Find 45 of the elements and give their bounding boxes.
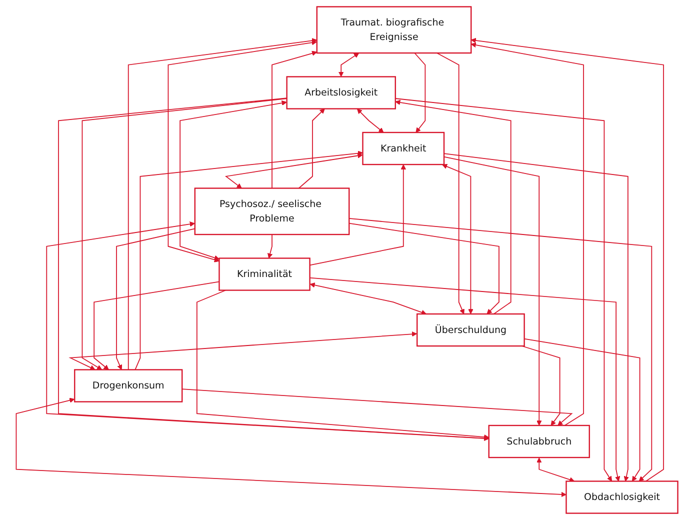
arrow [268,234,273,258]
node-box: Krankheit [362,132,445,166]
arrow [309,164,406,266]
arrow [182,388,573,426]
arrow [395,100,512,314]
arrow [272,50,318,189]
arrow [356,108,384,133]
arrow [309,277,620,482]
arrow [444,153,629,482]
node-box: Obdachlosigkeit [566,480,678,514]
arrow [134,150,363,370]
arrow [524,338,640,482]
node-box: Überschuldung [416,313,525,347]
arrow [180,100,287,260]
arrow [116,228,196,370]
arrow [442,164,474,314]
arrow [444,156,542,426]
arrow [224,153,363,188]
arrow [128,38,318,370]
node-box: Psychosoz./ seelische Probleme [194,188,350,236]
arrow [348,218,652,482]
arrow [16,398,566,498]
arrow [298,108,325,189]
arrow [470,38,664,482]
arrow [414,52,426,133]
node-box: Arbeitslosigkeit [286,76,396,110]
arrow [536,458,575,482]
arrow [470,42,584,426]
arrow [436,52,464,314]
arrow [46,222,490,441]
arrow [168,40,317,262]
arrow [310,282,426,315]
arrow [82,98,288,370]
arrow [68,331,418,370]
node-box: Schulabbruch [488,424,590,458]
arrow [58,98,490,441]
arrow [196,290,490,440]
arrow [394,98,612,482]
arrow [348,222,500,314]
arrow [521,346,560,426]
arrow [338,52,360,77]
node-box: Traumat. biografische Ereignisse [316,6,472,54]
node-box: Drogenkonsum [74,369,183,402]
arrow [94,281,220,370]
node-box: Kriminalität [218,258,310,291]
